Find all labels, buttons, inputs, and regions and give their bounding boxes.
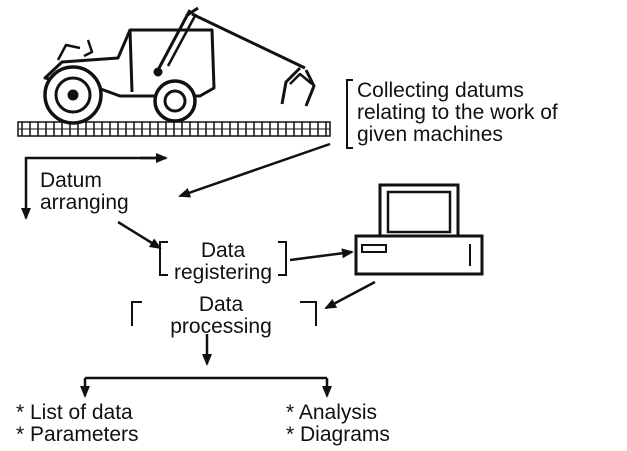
arrow-registering-to-computer: [289, 248, 354, 262]
output-analysis: * Analysis: [286, 401, 378, 424]
arrow-arranging-to-registering: [117, 220, 162, 250]
processing-bracket-right: [300, 301, 317, 326]
ground-strip: [17, 121, 331, 137]
processing-bracket-left: [131, 301, 142, 326]
datum-arranging-label: Datum arranging: [40, 169, 129, 214]
collecting-bracket: [346, 79, 353, 149]
data-registering-label: Data registering: [173, 239, 273, 284]
output-list-of-data: * List of data: [16, 401, 133, 424]
tractor-icon: [43, 6, 316, 125]
arrow-collecting-to-arranging: [178, 142, 331, 198]
output-parameters: * Parameters: [16, 423, 139, 446]
arrow-computer-to-processing: [324, 280, 376, 310]
arrow-arranging-frame: [21, 156, 165, 220]
registering-bracket-left: [159, 241, 168, 276]
outputs-right-list: * Analysis * Diagrams: [286, 402, 390, 446]
output-diagrams: * Diagrams: [286, 423, 390, 446]
data-processing-label: Data processing: [170, 293, 272, 338]
outputs-left-list: * List of data * Parameters: [16, 402, 139, 446]
registering-bracket-right: [278, 241, 287, 276]
collecting-datums-label: Collecting datums relating to the work o…: [357, 79, 558, 146]
computer-icon: [354, 183, 484, 276]
